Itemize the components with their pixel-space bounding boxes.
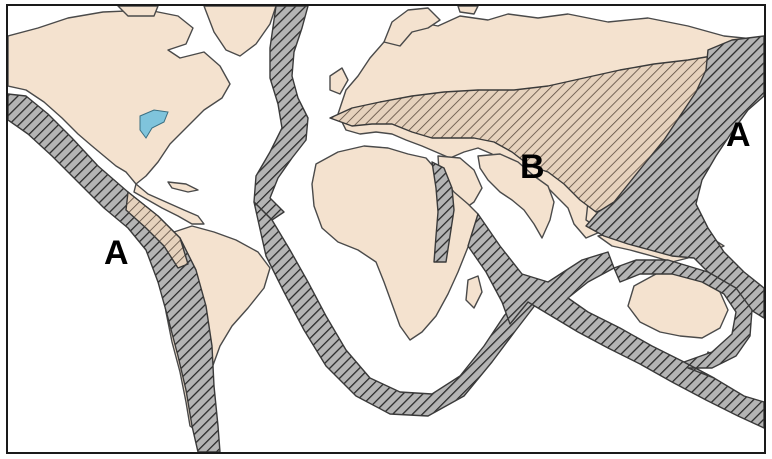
map-canvas: A A B bbox=[8, 6, 764, 452]
belt-andes-overlay bbox=[125, 191, 189, 269]
central-america bbox=[133, 183, 205, 225]
belt-east-africa-rift bbox=[431, 161, 455, 263]
label-b-central: B bbox=[520, 148, 545, 186]
belt-australia-loop bbox=[613, 259, 753, 379]
svalbard bbox=[457, 6, 479, 15]
caribbean-islands bbox=[167, 181, 199, 193]
mountain-belts bbox=[8, 6, 764, 452]
arctic-islands bbox=[117, 6, 159, 17]
belt-circum-pacific-west bbox=[8, 93, 221, 452]
belt-indian-ocean-ridge bbox=[467, 213, 764, 429]
madagascar bbox=[465, 275, 483, 309]
british-isles bbox=[329, 67, 349, 95]
india bbox=[477, 153, 555, 239]
greenland bbox=[203, 6, 277, 57]
label-a-west: A bbox=[104, 234, 129, 272]
great-lakes bbox=[139, 109, 169, 139]
scandinavia bbox=[383, 7, 441, 47]
label-a-east: A bbox=[726, 116, 751, 154]
world-map: A A B bbox=[6, 4, 766, 454]
north-america bbox=[8, 9, 231, 185]
map-labels: A A B bbox=[104, 116, 751, 272]
belt-mid-atlantic-ridge bbox=[253, 6, 309, 221]
